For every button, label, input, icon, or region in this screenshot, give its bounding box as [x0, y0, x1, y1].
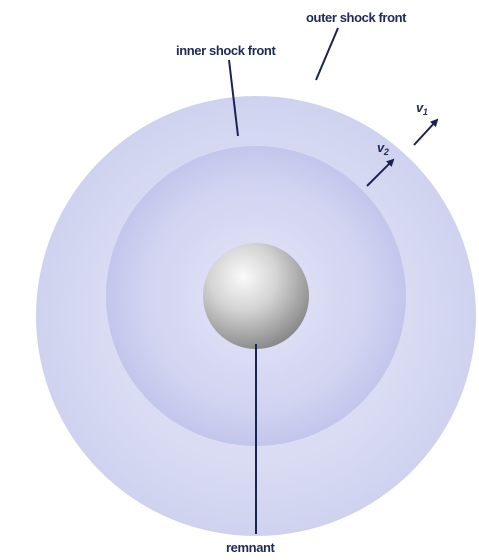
v2-arrow	[366, 158, 395, 187]
inner-shock-front-label: inner shock front	[176, 43, 276, 58]
outer-shock-front-leader	[315, 27, 339, 81]
v2-label: v2	[377, 140, 389, 157]
v1-label: v1	[416, 100, 428, 117]
inner-shock-front-leader	[228, 59, 239, 137]
v1-arrow	[413, 118, 439, 146]
outer-shock-front-label: outer shock front	[306, 10, 407, 25]
remnant-label: remnant	[226, 540, 276, 555]
remnant-sphere	[203, 243, 309, 349]
